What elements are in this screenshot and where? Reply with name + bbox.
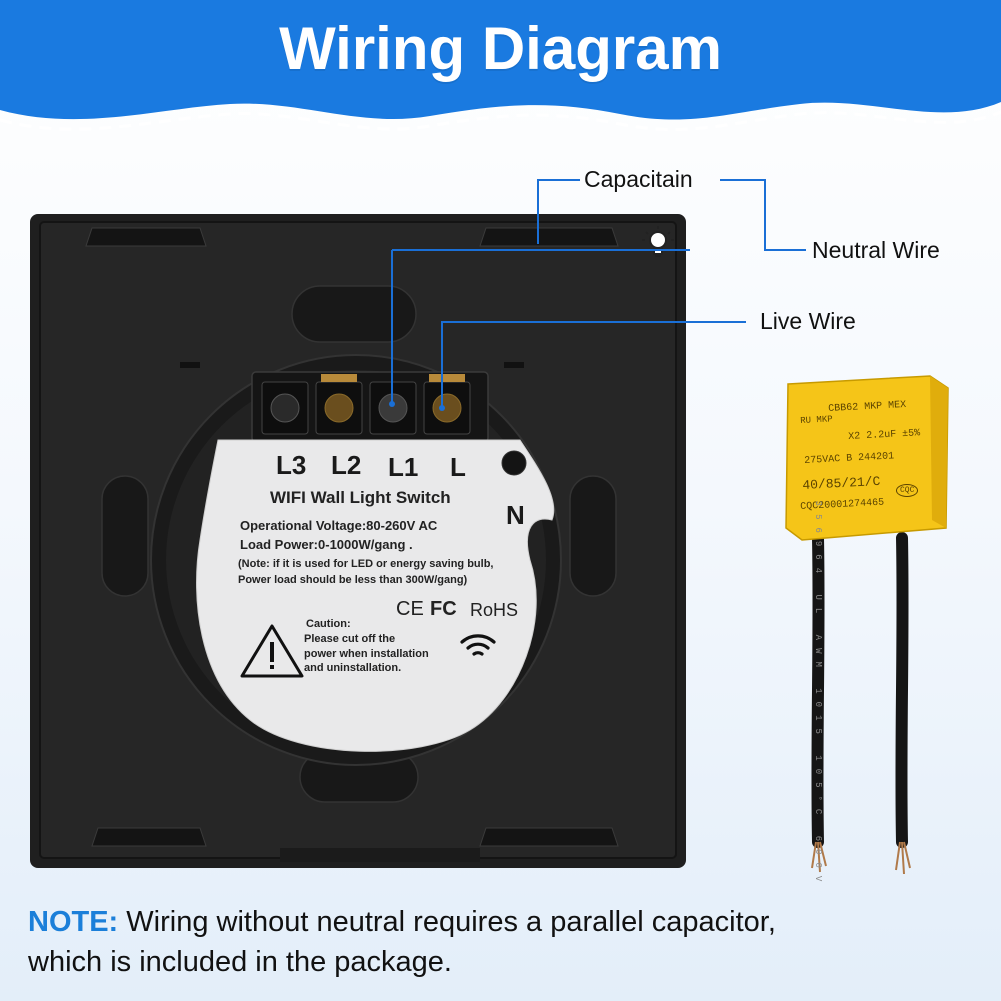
callout-lines <box>391 179 806 408</box>
capacitain-line-left <box>537 179 580 244</box>
page-title: Wiring Diagram <box>279 15 722 82</box>
caution-title: Caution: <box>306 618 351 630</box>
neutral-wire-label: Neutral Wire <box>812 237 940 263</box>
terminal-label-l3: L3 <box>276 450 307 480</box>
capacitor-wire-text: 356964 UL AWM 1015 105°C 600V <box>813 500 823 890</box>
header-wave-bg <box>0 0 1001 132</box>
terminal-label-l2: L2 <box>331 450 362 480</box>
cert-fc: FC <box>430 598 457 620</box>
note-text1: Wiring without neutral requires a parall… <box>118 906 776 938</box>
terminal-screws <box>261 374 471 435</box>
caution-line3: and uninstallation. <box>304 662 402 674</box>
note-line2: which is included in the package. <box>28 946 452 978</box>
sticker-title: WIFI Wall Light Switch <box>270 488 451 507</box>
note-label: NOTE: <box>28 906 119 938</box>
capacitor-badge-mkp: RU MKP <box>800 414 833 426</box>
capacitain-label: Capacitain <box>584 166 693 192</box>
live-wire-line <box>441 321 746 408</box>
cert-rohs: RoHS <box>470 600 519 620</box>
warning-triangle-icon <box>240 624 304 678</box>
terminal-label-l: L <box>450 452 466 482</box>
caution-line2: power when installation <box>304 648 429 660</box>
capacitor-illustration <box>785 375 949 875</box>
live-wire-label: Live Wire <box>760 308 856 334</box>
sticker-load: Load Power:0-1000W/gang . <box>240 537 413 552</box>
caution-line1: Please cut off the <box>304 633 396 645</box>
capacitain-line-right <box>720 179 806 251</box>
top-mounting-slot <box>291 285 417 343</box>
sticker-note1: (Note: if it is used for LED or energy s… <box>238 558 494 570</box>
left-mounting-slot <box>101 475 149 597</box>
sticker-note2: Power load should be less than 300W/gang… <box>238 574 468 586</box>
note-line1: NOTE: Wiring without neutral requires a … <box>28 906 776 939</box>
right-mounting-slot <box>569 475 617 597</box>
wifi-icon <box>460 634 496 656</box>
sticker-voltage: Operational Voltage:80-260V AC <box>240 518 438 533</box>
cert-ce: CE <box>396 598 424 620</box>
terminal-label-l1: L1 <box>388 452 419 482</box>
terminal-label-n: N <box>506 500 525 530</box>
header-banner: Wiring Diagram <box>0 0 1001 140</box>
capacitor-badge-cqc: CQC <box>896 484 919 497</box>
